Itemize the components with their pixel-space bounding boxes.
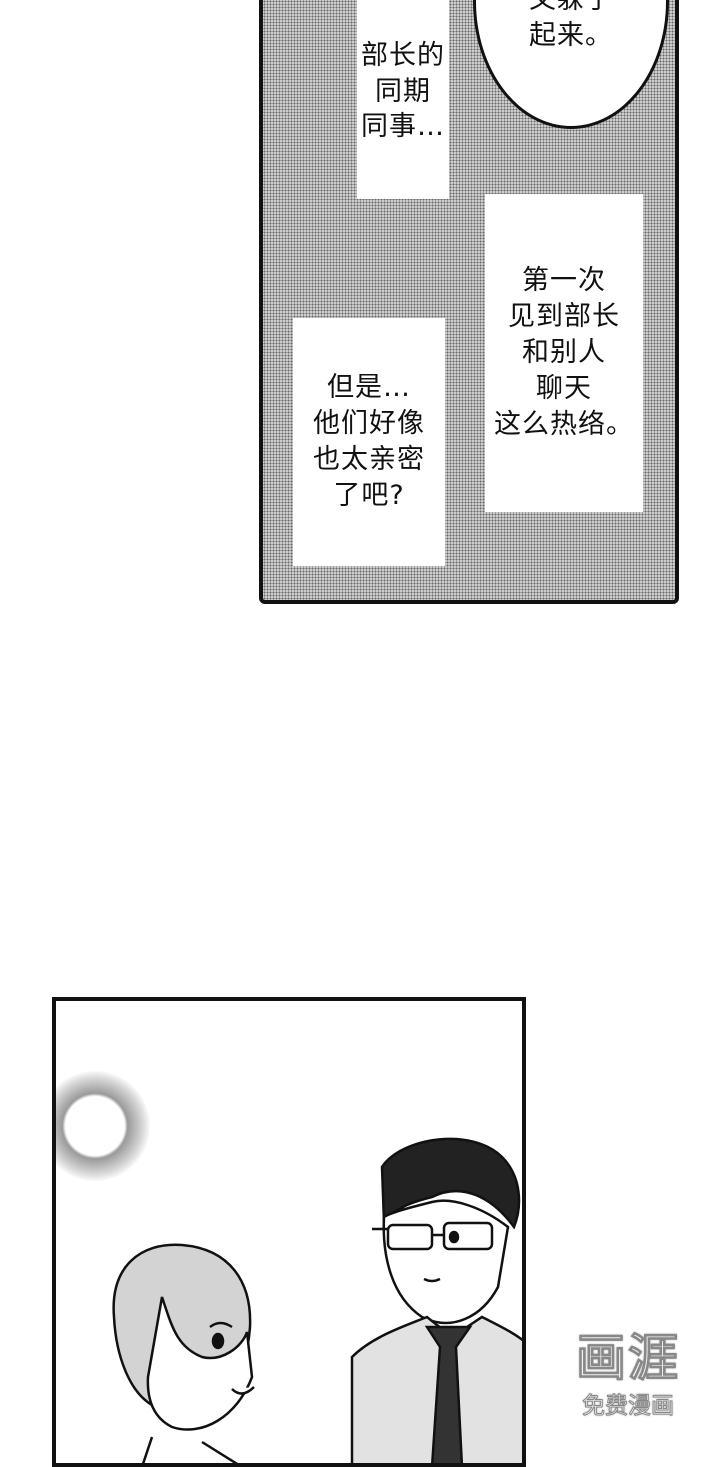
caption-box-but: 但是… 他们好像 也太亲密 了吧? xyxy=(293,318,445,566)
watermark-subtitle: 免费漫画 xyxy=(582,1393,675,1420)
comic-panel-top: 又躲了 起来。 部长的 同期 同事… 第一次 见到部长 和别人 聊天 这么热络。… xyxy=(259,0,679,604)
caption-first-time-text: 第一次 见到部长 和别人 聊天 这么热络。 xyxy=(494,265,634,440)
watermark: 画涯 免费漫画 xyxy=(566,1318,690,1420)
speech-bubble: 又躲了 起来。 xyxy=(473,0,669,129)
bubble-text: 又躲了 起来。 xyxy=(529,0,613,52)
comic-panel-bottom xyxy=(52,997,526,1467)
characters-illustration xyxy=(112,1137,522,1463)
caption-box-first-time: 第一次 见到部长 和别人 聊天 这么热络。 xyxy=(485,194,643,512)
woman-character xyxy=(112,1243,255,1463)
man-character xyxy=(350,1137,522,1463)
caption-colleague-text: 部长的 同期 同事… xyxy=(361,39,445,143)
caption-but-text: 但是… 他们好像 也太亲密 了吧? xyxy=(313,372,425,511)
caption-box-colleague: 部长的 同期 同事… xyxy=(357,0,449,199)
light-glow xyxy=(56,1071,150,1181)
watermark-logo: 画涯 xyxy=(576,1329,680,1388)
